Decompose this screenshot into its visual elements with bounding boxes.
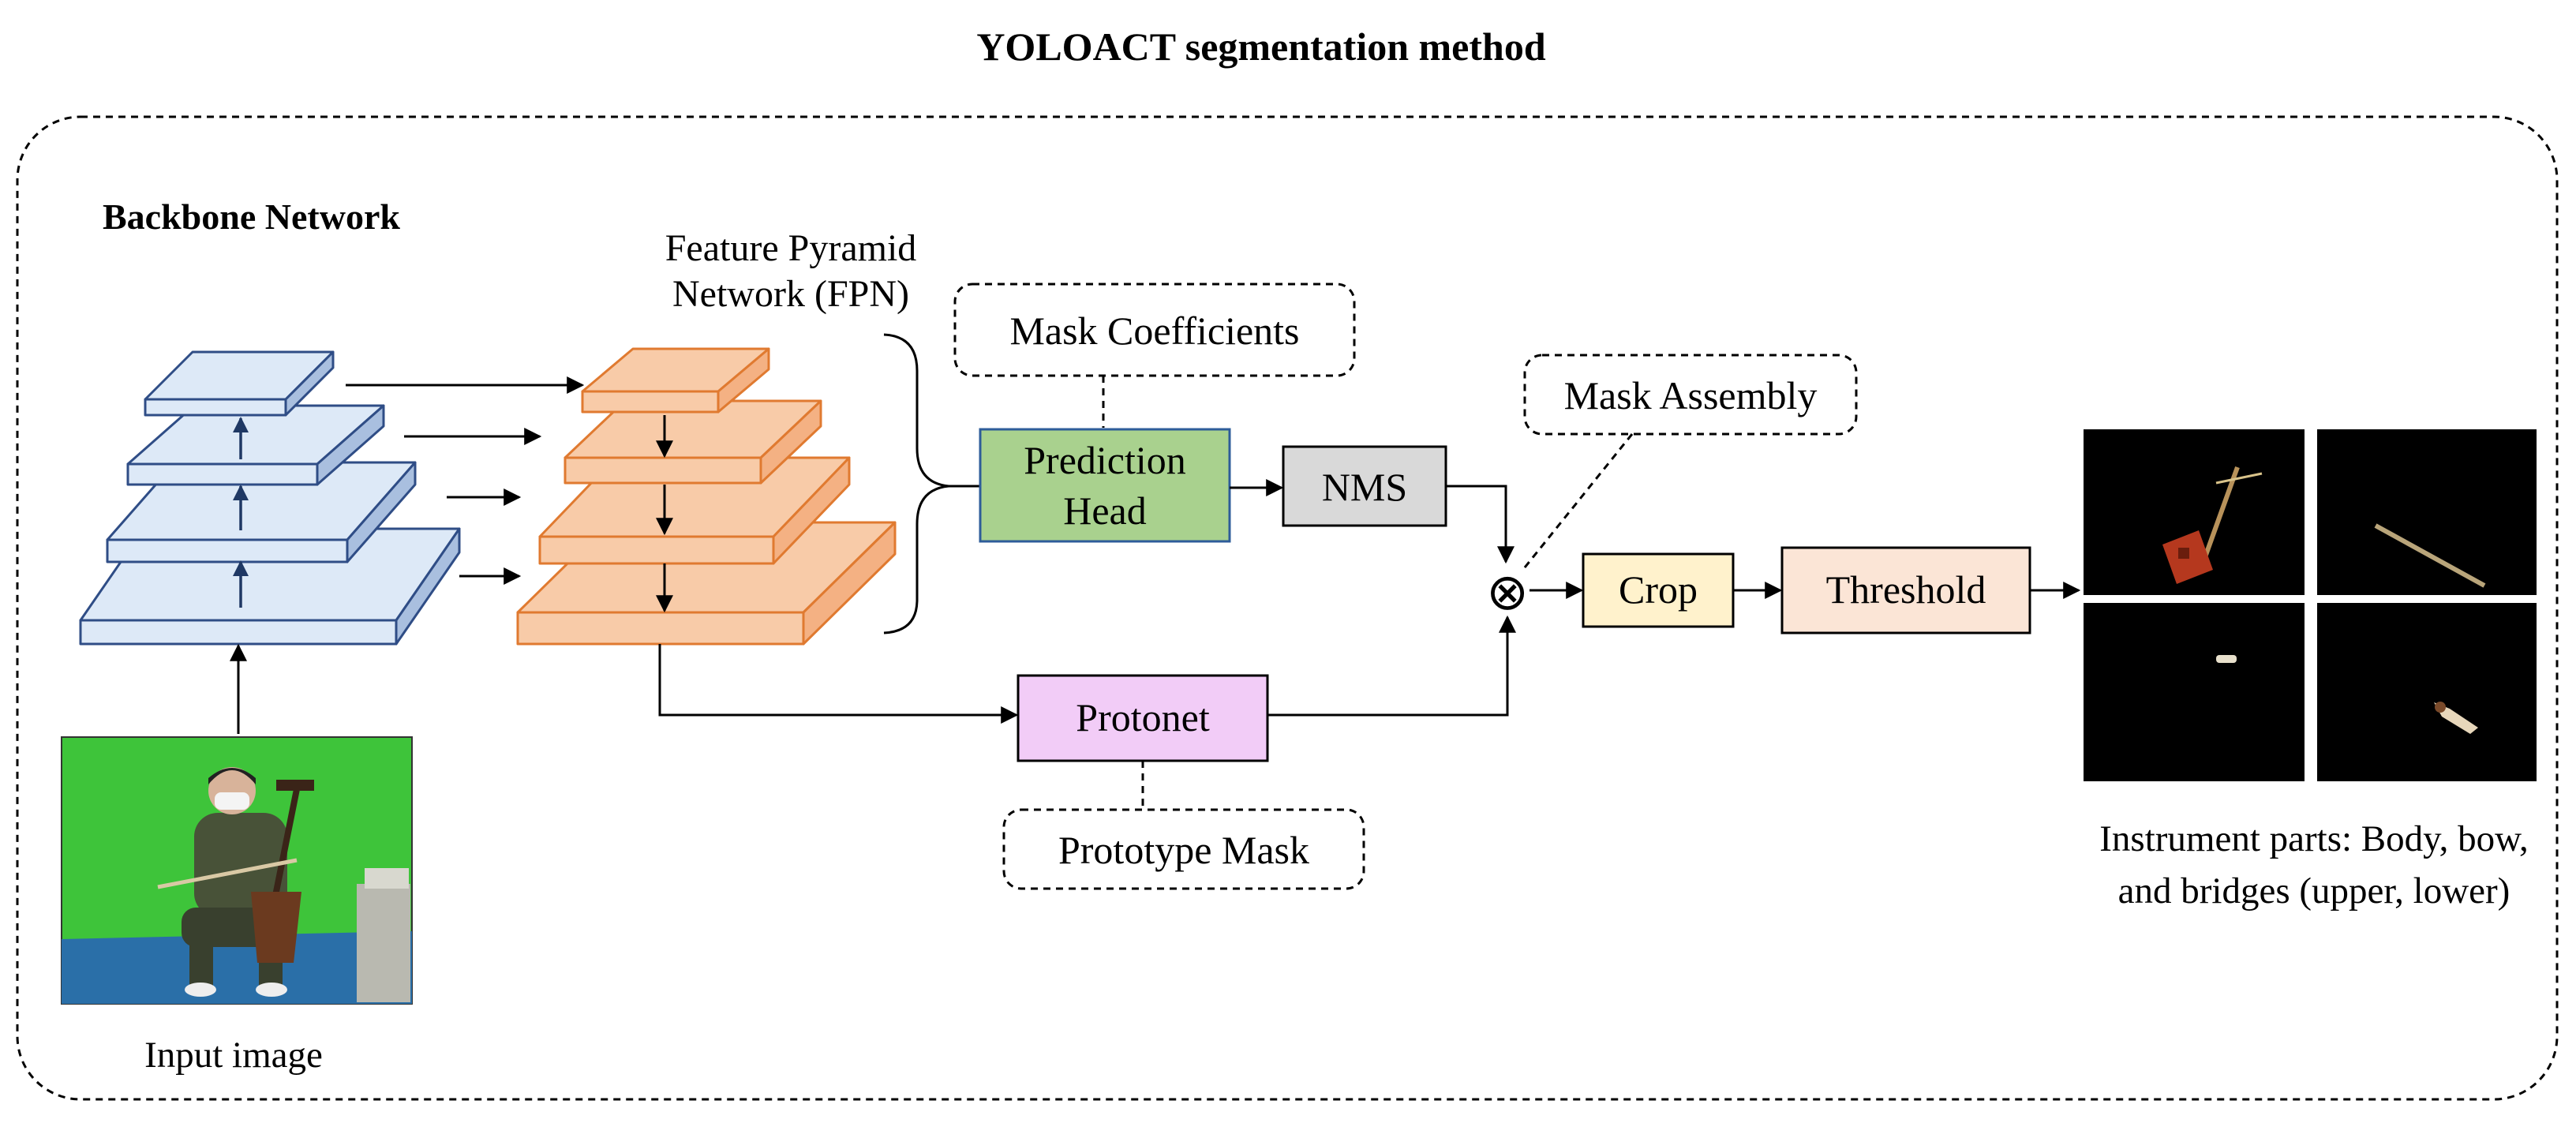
- nms-to-combine-arrow: [1446, 485, 1515, 564]
- prediction-head-box: [979, 428, 1231, 543]
- fpn-label-line2: Network (FPN): [672, 273, 909, 315]
- method-container: [16, 115, 2559, 1101]
- backbone-label: Backbone Network: [103, 197, 400, 237]
- nms-box: [1282, 445, 1447, 527]
- diagram-title: YOLOACT segmentation method: [976, 24, 1546, 69]
- output-caption-line2: and bridges (upper, lower): [2118, 870, 2510, 912]
- mask-assembly-box: [1523, 354, 1858, 436]
- fpn-label-line1: Feature Pyramid: [665, 227, 917, 269]
- prototype-mask-box: [1002, 808, 1365, 890]
- mask-lower-bridge: [2317, 603, 2537, 781]
- fpn-layer-1: [581, 347, 770, 414]
- input-image: [61, 736, 413, 1005]
- crop-box: [1582, 552, 1735, 628]
- lateral-arrows: [346, 376, 585, 585]
- fpn-layers: [516, 347, 897, 646]
- fpn-brace: [883, 333, 949, 634]
- prediction-head-label-line1: Prediction: [1024, 438, 1186, 482]
- threshold-box: [1780, 546, 2031, 634]
- mask-coefficients-box: [953, 283, 1356, 377]
- backbone-layer-2: [126, 404, 385, 486]
- prototype-mask-label: Prototype Mask: [1058, 828, 1309, 872]
- mask-body: [2084, 429, 2305, 595]
- threshold-label: Threshold: [1826, 567, 1986, 612]
- combine-circle: [1488, 572, 1526, 610]
- protonet-to-combine-arrow: [1267, 615, 1516, 717]
- protonet-box: [1017, 674, 1269, 762]
- protonet-label: Protonet: [1076, 695, 1210, 739]
- fpn-layer-2: [564, 399, 822, 485]
- backbone-layer-1: [144, 350, 335, 417]
- mask-bow: [2317, 429, 2537, 595]
- mask-upper-bridge: [2084, 603, 2305, 781]
- nms-label: NMS: [1322, 465, 1407, 509]
- mask-assembly-connector: [1520, 433, 1634, 572]
- input-image-caption: Input image: [144, 1035, 323, 1076]
- mask-coefficients-label: Mask Coefficients: [1009, 309, 1299, 353]
- output-caption-line1: Instrument parts: Body, bow,: [2099, 818, 2528, 859]
- crop-label: Crop: [1619, 567, 1698, 612]
- backbone-layer-3: [106, 461, 417, 563]
- fpn-to-protonet-arrow: [658, 644, 1019, 724]
- mask-assembly-label: Mask Assembly: [1564, 373, 1818, 417]
- output-masks: [2084, 429, 2537, 781]
- backbone-network: [79, 350, 461, 646]
- combine-symbol: ⊗: [1486, 563, 1529, 622]
- prediction-head-label-line2: Head: [1063, 489, 1147, 533]
